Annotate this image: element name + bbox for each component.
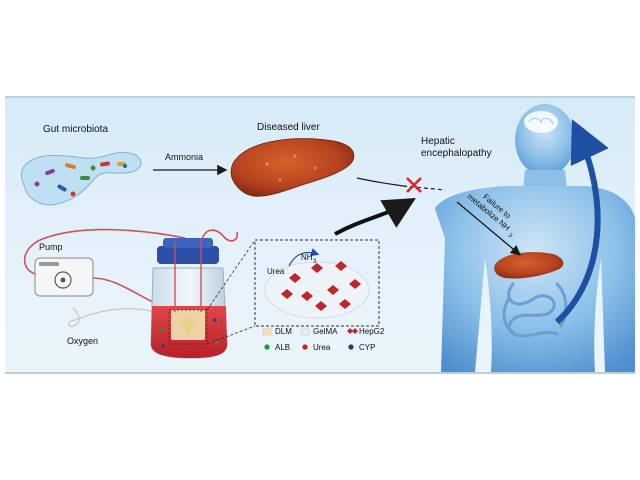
liver-illustration <box>230 138 355 197</box>
nh3-to-urea-arrow <box>288 248 320 267</box>
failure-label-subscript: 3 <box>507 233 514 240</box>
legend-label: CYP <box>359 343 375 352</box>
gut-microbiota-label: Gut microbiota <box>43 124 108 135</box>
bioreactor-jar-icon <box>150 238 228 359</box>
pump-label: Pump <box>39 242 63 252</box>
oxygen-label: Oxygen <box>67 336 98 346</box>
legend-label: Urea <box>313 343 331 352</box>
diagram-canvas: Gut microbiota Ammonia Diseased liver He… <box>20 104 635 372</box>
tubing-top <box>23 228 186 275</box>
ammonia-label: Ammonia <box>165 152 203 162</box>
legend-dot <box>348 344 354 350</box>
nh3-subscript: 3 <box>313 259 317 265</box>
brain-icon <box>524 111 558 133</box>
legend-label: ALB <box>275 343 290 352</box>
zoom-line-bottom <box>206 325 256 345</box>
urea-inset-label: Urea <box>267 267 285 276</box>
inset-to-brain-arrow <box>334 197 416 236</box>
intestine-icon <box>502 282 568 338</box>
legend-label: HepG2 <box>359 327 385 336</box>
body-liver-icon <box>494 252 564 279</box>
legend-dot <box>264 344 270 350</box>
hepatic-label-line1: Hepatic <box>421 136 455 147</box>
gut-brain-blue-arrow <box>554 119 609 325</box>
legend-item-hepg2: HepG2 <box>347 327 385 336</box>
tubing-jar-top <box>200 229 239 243</box>
figure-panel: Gut microbiota Ammonia Diseased liver He… <box>5 96 635 374</box>
legend-item-dlm: DLM <box>262 327 292 336</box>
legend-swatch <box>300 327 310 336</box>
human-body-illustration <box>435 104 635 372</box>
legend-item-alb: ALB <box>264 343 290 352</box>
legend-item-gelma: GelMA <box>300 327 338 336</box>
peristaltic-pump-icon <box>34 257 94 297</box>
oxygen-tube-icon <box>68 307 156 327</box>
legend-item-urea: Urea <box>302 343 331 352</box>
failure-arrow <box>456 201 521 256</box>
hepg2-cells <box>281 261 361 311</box>
legend-swatch <box>262 327 272 336</box>
hepatic-label-line2: encephalopathy <box>421 148 492 159</box>
legend-item-cyp: CYP <box>348 343 375 352</box>
dashed-blocked-path <box>402 185 446 191</box>
zoom-line-top <box>206 239 256 311</box>
liver-to-brain-path <box>356 177 404 187</box>
inset-panel <box>254 239 380 327</box>
legend-dot <box>302 344 308 350</box>
block-cross-icon <box>406 177 422 193</box>
legend-label: DLM <box>275 327 292 336</box>
gut-microbiota-illustration <box>20 151 142 206</box>
legend-hepg2-swatch <box>347 328 358 334</box>
tubing-pump-out <box>92 277 158 305</box>
nh3-label: NH <box>301 253 313 262</box>
legend-label: GelMA <box>313 327 338 336</box>
diseased-liver-label: Diseased liver <box>257 122 320 133</box>
